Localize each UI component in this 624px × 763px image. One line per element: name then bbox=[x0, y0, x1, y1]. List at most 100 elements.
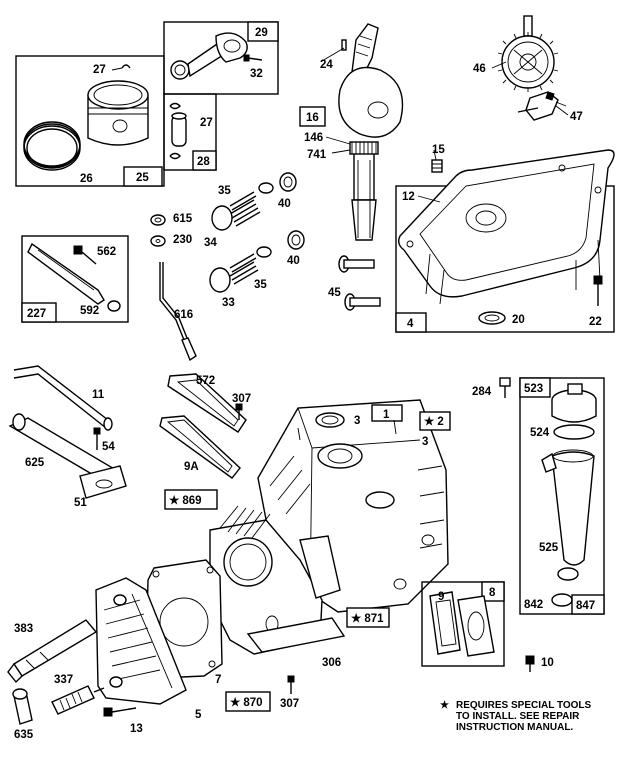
baffle-306 bbox=[246, 617, 346, 653]
valve-seal-40a bbox=[279, 172, 297, 192]
label-8: 8 bbox=[489, 587, 496, 599]
special-tools-footnote: ★ REQUIRES SPECIAL TOOLS TO INSTALL. SEE… bbox=[440, 700, 592, 733]
tappet-lower bbox=[344, 293, 381, 311]
label-29: 29 bbox=[255, 27, 268, 39]
footnote-line-3: INSTRUCTION MANUAL. bbox=[456, 722, 573, 733]
label-307-lower: 307 bbox=[280, 698, 299, 710]
breather-tube-11 bbox=[13, 365, 113, 431]
tappet-upper bbox=[338, 255, 375, 273]
label-16: 16 bbox=[306, 112, 319, 124]
box-227 bbox=[21, 302, 57, 323]
footnote-line-2: TO INSTALL. SEE REPAIR bbox=[456, 711, 580, 722]
label-383: 383 bbox=[14, 623, 33, 635]
label-616: 616 bbox=[174, 309, 193, 321]
label-525: 525 bbox=[539, 542, 559, 554]
valve-spring-lower bbox=[229, 246, 272, 285]
footnote-star: ★ bbox=[440, 700, 449, 711]
connecting-rod bbox=[170, 32, 248, 80]
label-615: 615 bbox=[173, 213, 193, 225]
label-47: 47 bbox=[570, 111, 583, 123]
box-870 bbox=[225, 691, 271, 712]
box-847 bbox=[571, 594, 605, 615]
label-842: 842 bbox=[524, 599, 543, 611]
breather-frame bbox=[421, 581, 505, 667]
label-40-lower: 40 bbox=[287, 255, 300, 267]
retainer-clip-2 bbox=[169, 152, 181, 160]
label-524: 524 bbox=[530, 427, 550, 439]
label-635: 635 bbox=[14, 729, 34, 741]
valve-spring-upper bbox=[229, 182, 274, 227]
retainer-clip-1 bbox=[169, 102, 181, 110]
label-22: 22 bbox=[589, 316, 602, 328]
label-11: 11 bbox=[92, 389, 105, 401]
box-1 bbox=[371, 404, 403, 422]
label-870-star: ★870 bbox=[230, 696, 263, 709]
label-13: 13 bbox=[130, 723, 143, 735]
leader-lines bbox=[111, 47, 569, 441]
label-9a: 9A bbox=[184, 461, 199, 473]
nut-615 bbox=[150, 214, 166, 226]
piston-rings bbox=[23, 121, 81, 171]
valve-upper bbox=[211, 205, 233, 231]
air-guide-383 bbox=[7, 619, 98, 684]
label-3-kit: 3 bbox=[422, 436, 428, 448]
label-34: 34 bbox=[204, 237, 217, 249]
head-bolt-13 bbox=[103, 707, 137, 717]
label-847: 847 bbox=[576, 600, 595, 612]
bolt-22 bbox=[593, 275, 603, 306]
spark-plug-337 bbox=[51, 685, 105, 715]
oil-fill-group bbox=[519, 377, 605, 615]
gasket-572 bbox=[167, 373, 247, 433]
box-2 bbox=[419, 411, 451, 431]
label-40-upper: 40 bbox=[278, 198, 291, 210]
label-28: 28 bbox=[197, 156, 210, 168]
governor-assembly bbox=[517, 91, 567, 121]
label-230: 230 bbox=[173, 234, 192, 246]
box-8 bbox=[481, 581, 505, 602]
label-562: 562 bbox=[97, 246, 116, 258]
piston-pin bbox=[171, 112, 187, 147]
box-871 bbox=[346, 607, 390, 628]
cylinder-head-5 bbox=[95, 577, 187, 705]
label-146: 146 bbox=[304, 132, 323, 144]
o-ring-524 bbox=[553, 424, 595, 440]
crank-key bbox=[341, 39, 347, 51]
oil-seal-20 bbox=[478, 311, 506, 325]
box-16 bbox=[299, 106, 326, 127]
label-284: 284 bbox=[472, 386, 492, 398]
rod-frame bbox=[163, 21, 279, 95]
plug-15 bbox=[431, 159, 443, 173]
box-29 bbox=[247, 21, 279, 42]
label-45: 45 bbox=[328, 287, 341, 299]
label-2-star: ★2 bbox=[424, 415, 444, 428]
label-306: 306 bbox=[322, 657, 341, 669]
label-5: 5 bbox=[195, 709, 202, 721]
label-46: 46 bbox=[473, 63, 486, 75]
sump-group bbox=[395, 149, 615, 333]
label-51: 51 bbox=[74, 497, 87, 509]
label-32: 32 bbox=[250, 68, 263, 80]
gasket-9a bbox=[159, 415, 241, 479]
label-27-pin: 27 bbox=[200, 117, 213, 129]
piston bbox=[87, 80, 149, 146]
label-337: 337 bbox=[54, 674, 73, 686]
label-1: 1 bbox=[383, 409, 390, 421]
dipstick-616 bbox=[159, 262, 197, 362]
label-592: 592 bbox=[80, 305, 99, 317]
label-35-lower: 35 bbox=[254, 279, 267, 291]
label-25: 25 bbox=[136, 172, 149, 184]
box-869 bbox=[164, 489, 218, 510]
label-871-star: ★871 bbox=[351, 612, 384, 625]
tube-end bbox=[557, 567, 579, 581]
tool-group bbox=[21, 235, 129, 323]
breather-group bbox=[421, 581, 505, 667]
rod-bolt bbox=[243, 54, 263, 62]
label-33: 33 bbox=[222, 297, 235, 309]
oil-fill-frame bbox=[519, 377, 605, 615]
washer-230 bbox=[150, 235, 166, 247]
screw-284 bbox=[499, 377, 511, 398]
label-227: 227 bbox=[27, 308, 46, 320]
label-15: 15 bbox=[432, 144, 445, 156]
screw-562 bbox=[73, 245, 97, 265]
